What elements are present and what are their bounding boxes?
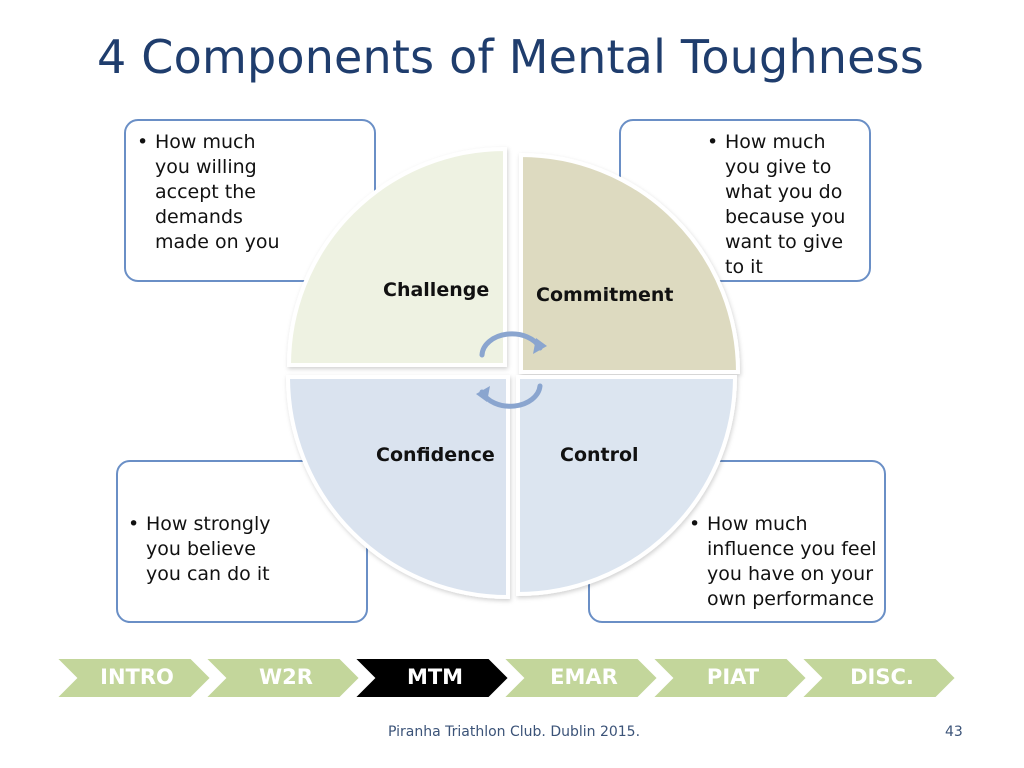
challenge-quadrant xyxy=(286,146,507,367)
control-bullet: • How much influence you feel you have o… xyxy=(689,513,877,610)
nav-item-mtm[interactable]: MTM xyxy=(406,665,464,689)
challenge-bullet: • How much you willing accept the demand… xyxy=(137,131,280,253)
nav-chevron-mtm xyxy=(351,657,511,699)
control-quadrant xyxy=(516,375,738,597)
page-number: 43 xyxy=(945,724,963,740)
challenge-label: Challenge xyxy=(383,279,490,301)
commitment-quadrant xyxy=(519,152,741,374)
nav-item-piat[interactable]: PIAT xyxy=(706,665,760,689)
nav-chevron-w2r xyxy=(202,657,362,699)
commitment-label: Commitment xyxy=(536,284,674,306)
confidence-label: Confidence xyxy=(376,444,495,466)
confidence-bullet: • How strongly you believe you can do it xyxy=(128,513,271,585)
nav-item-w2r[interactable]: W2R xyxy=(259,665,313,689)
control-label: Control xyxy=(560,444,639,466)
nav-item-disc[interactable]: DISC. xyxy=(850,665,914,689)
nav-item-emar[interactable]: EMAR xyxy=(550,665,618,689)
commitment-bullet: • How much you give to what you do becau… xyxy=(707,131,846,278)
nav-chevron-intro xyxy=(53,657,213,699)
nav-chevron-piat xyxy=(649,657,809,699)
nav-item-intro[interactable]: INTRO xyxy=(100,665,174,689)
confidence-quadrant xyxy=(285,375,510,600)
nav-chevron-disc xyxy=(798,657,958,699)
nav-chevron-emar xyxy=(500,657,660,699)
footer-text: Piranha Triathlon Club. Dublin 2015. xyxy=(388,724,641,740)
page-title: 4 Components of Mental Toughness xyxy=(97,30,924,84)
